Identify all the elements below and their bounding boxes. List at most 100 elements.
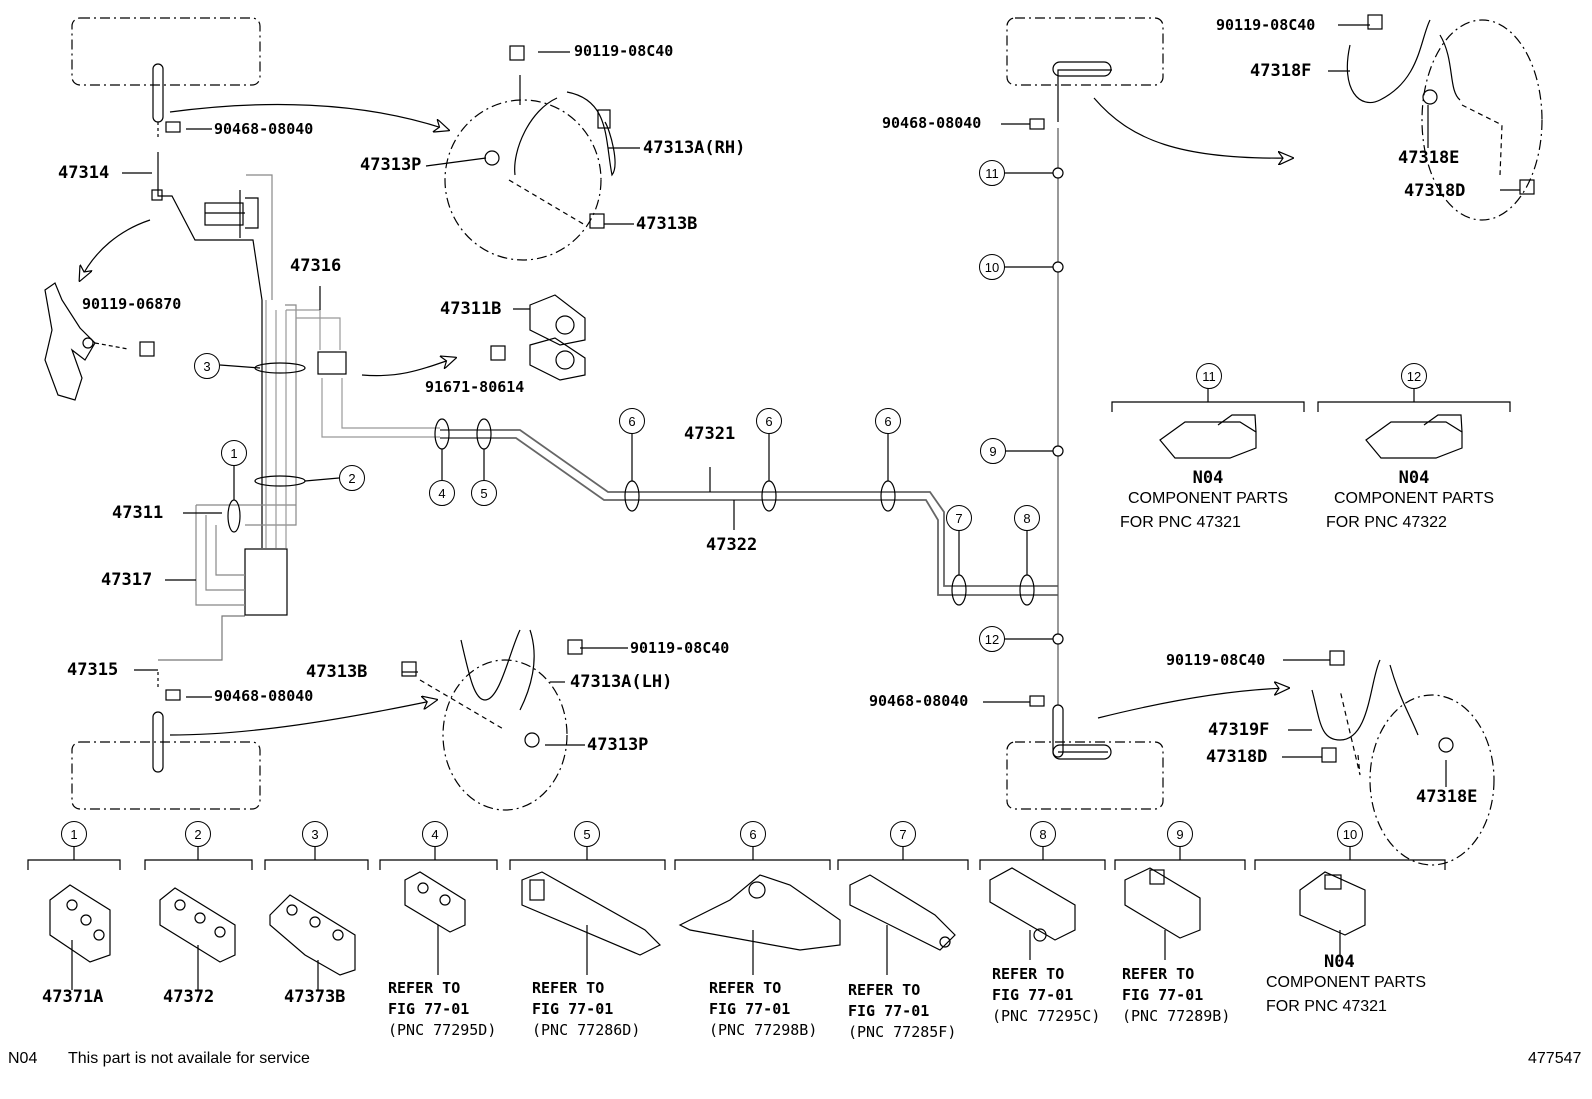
callout-8: 8 xyxy=(1014,505,1040,531)
part-47313p-rear[interactable]: 47313P xyxy=(587,735,649,755)
clamp-8-fig-line[interactable]: FIG 77-01 xyxy=(992,986,1074,1004)
clamp-11-code: N04 xyxy=(1192,468,1224,488)
callout-9: 9 xyxy=(980,438,1006,464)
part-90119-06870[interactable]: 90119-06870 xyxy=(82,295,182,313)
clamp-5-callout: 5 xyxy=(574,821,600,847)
callout-2: 2 xyxy=(339,465,365,491)
part-47313b-rear[interactable]: 47313B xyxy=(306,662,368,682)
clamp-7-fig-line[interactable]: FIG 77-01 xyxy=(848,1002,930,1020)
clamp-11-line2: FOR PNC 47321 xyxy=(1120,514,1241,531)
clamp-6-fig-line[interactable]: FIG 77-01 xyxy=(709,1000,791,1018)
clamp-7-pnc-line: (PNC 77285F) xyxy=(848,1023,957,1041)
part-47318f[interactable]: 47318F xyxy=(1250,61,1312,81)
part-47311b[interactable]: 47311B xyxy=(440,299,502,319)
clamp-1-part[interactable]: 47371A xyxy=(42,987,104,1007)
clamp-7-refer: REFER TO FIG 77-01 (PNC 77285F) xyxy=(848,980,956,1043)
footer-code: N04 xyxy=(8,1050,38,1067)
part-90119-08c40-fr[interactable]: 90119-08C40 xyxy=(1216,16,1316,34)
callout-3: 3 xyxy=(194,353,220,379)
part-90468-08040-rr[interactable]: 90468-08040 xyxy=(869,692,969,710)
callout-6-b: 6 xyxy=(756,408,782,434)
clamp-12-code: N04 xyxy=(1398,468,1430,488)
part-90119-08c40-fl[interactable]: 90119-08C40 xyxy=(574,42,674,60)
part-90119-08c40-rl[interactable]: 90119-08C40 xyxy=(630,639,730,657)
part-47313a-rh[interactable]: 47313A(RH) xyxy=(643,138,746,158)
clamp-12-callout: 12 xyxy=(1401,363,1427,389)
callout-1: 1 xyxy=(221,440,247,466)
callout-7: 7 xyxy=(946,505,972,531)
clamp-6-refer: REFER TO FIG 77-01 (PNC 77298B) xyxy=(709,978,817,1041)
clamp-4-refer-line: REFER TO xyxy=(388,979,461,997)
clamp-11-note: N04 COMPONENT PARTS FOR PNC 47321 xyxy=(1112,470,1304,535)
callout-10: 10 xyxy=(979,254,1005,280)
clamp-4-refer: REFER TO FIG 77-01 (PNC 77295D) xyxy=(388,978,496,1041)
clamp-11-line1: COMPONENT PARTS xyxy=(1127,490,1289,507)
wheel-front-right-outline xyxy=(1006,17,1164,86)
part-47313p-front[interactable]: 47313P xyxy=(360,155,422,175)
part-90119-08c40-rr[interactable]: 90119-08C40 xyxy=(1166,651,1266,669)
clamp-1-callout: 1 xyxy=(61,821,87,847)
part-47313b-front[interactable]: 47313B xyxy=(636,214,698,234)
callout-6-a: 6 xyxy=(619,408,645,434)
part-47315[interactable]: 47315 xyxy=(67,660,119,680)
clamp-6-callout: 6 xyxy=(740,821,766,847)
part-47319f[interactable]: 47319F xyxy=(1208,720,1270,740)
clamp-12-note: N04 COMPONENT PARTS FOR PNC 47322 xyxy=(1318,470,1510,535)
figure-id: 477547 xyxy=(1528,1050,1582,1067)
clamp-10-callout: 10 xyxy=(1337,821,1363,847)
clamp-12-line1: COMPONENT PARTS xyxy=(1333,490,1495,507)
clamp-6-refer-line: REFER TO xyxy=(709,979,782,997)
clamp-5-refer-line: REFER TO xyxy=(532,979,605,997)
clamp-10-note: N04 COMPONENT PARTS FOR PNC 47321 xyxy=(1266,954,1426,1019)
clamp-12-line2: FOR PNC 47322 xyxy=(1326,514,1447,531)
callout-4: 4 xyxy=(429,480,455,506)
clamp-8-pnc-line: (PNC 77295C) xyxy=(992,1007,1101,1025)
clamp-8-refer-line: REFER TO xyxy=(992,965,1065,983)
footer-note: This part is not availale for service xyxy=(68,1050,310,1067)
clamp-4-fig-line[interactable]: FIG 77-01 xyxy=(388,1000,470,1018)
clamp-9-pnc-line: (PNC 77289B) xyxy=(1122,1007,1231,1025)
clamp-9-refer-line: REFER TO xyxy=(1122,965,1195,983)
clamp-7-callout: 7 xyxy=(890,821,916,847)
part-90468-08040-fr[interactable]: 90468-08040 xyxy=(882,114,982,132)
clamp-2-callout: 2 xyxy=(185,821,211,847)
callout-5: 5 xyxy=(471,480,497,506)
clamp-6-pnc-line: (PNC 77298B) xyxy=(709,1021,818,1039)
clamp-11-callout: 11 xyxy=(1196,363,1222,389)
part-47322[interactable]: 47322 xyxy=(706,535,758,555)
part-47318e-rear[interactable]: 47318E xyxy=(1416,787,1478,807)
part-91671-80614[interactable]: 91671-80614 xyxy=(425,378,525,396)
clamp-3-part[interactable]: 47373B xyxy=(284,987,346,1007)
part-47313a-lh[interactable]: 47313A(LH) xyxy=(570,672,673,692)
clamp-4-callout: 4 xyxy=(422,821,448,847)
clamp-7-refer-line: REFER TO xyxy=(848,981,921,999)
part-47311[interactable]: 47311 xyxy=(112,503,164,523)
callout-6-c: 6 xyxy=(875,408,901,434)
part-90468-08040-fl[interactable]: 90468-08040 xyxy=(214,120,314,138)
wheel-rear-left-outline xyxy=(71,741,261,810)
callout-12: 12 xyxy=(979,626,1005,652)
clamp-5-fig-line[interactable]: FIG 77-01 xyxy=(532,1000,614,1018)
part-47314[interactable]: 47314 xyxy=(58,163,110,183)
part-47321[interactable]: 47321 xyxy=(684,424,736,444)
clamp-9-callout: 9 xyxy=(1167,821,1193,847)
part-90468-08040-rl[interactable]: 90468-08040 xyxy=(214,687,314,705)
wheel-rear-right-outline xyxy=(1006,741,1164,810)
clamp-3-callout: 3 xyxy=(302,821,328,847)
part-47318e-front[interactable]: 47318E xyxy=(1398,148,1460,168)
part-47318d-rear[interactable]: 47318D xyxy=(1206,747,1268,767)
clamp-10-line2: FOR PNC 47321 xyxy=(1266,998,1387,1015)
clamp-5-refer: REFER TO FIG 77-01 (PNC 77286D) xyxy=(532,978,640,1041)
clamp-9-fig-line[interactable]: FIG 77-01 xyxy=(1122,986,1204,1004)
clamp-10-code: N04 xyxy=(1324,952,1355,972)
part-47317[interactable]: 47317 xyxy=(101,570,153,590)
part-47316[interactable]: 47316 xyxy=(290,256,342,276)
clamp-10-line1: COMPONENT PARTS xyxy=(1266,974,1427,991)
callout-11: 11 xyxy=(979,160,1005,186)
clamp-8-refer: REFER TO FIG 77-01 (PNC 77295C) xyxy=(992,964,1100,1027)
clamp-2-part[interactable]: 47372 xyxy=(163,987,215,1007)
clamp-9-refer: REFER TO FIG 77-01 (PNC 77289B) xyxy=(1122,964,1230,1027)
part-47318d-front[interactable]: 47318D xyxy=(1404,181,1466,201)
wheel-front-left-outline xyxy=(71,17,261,86)
